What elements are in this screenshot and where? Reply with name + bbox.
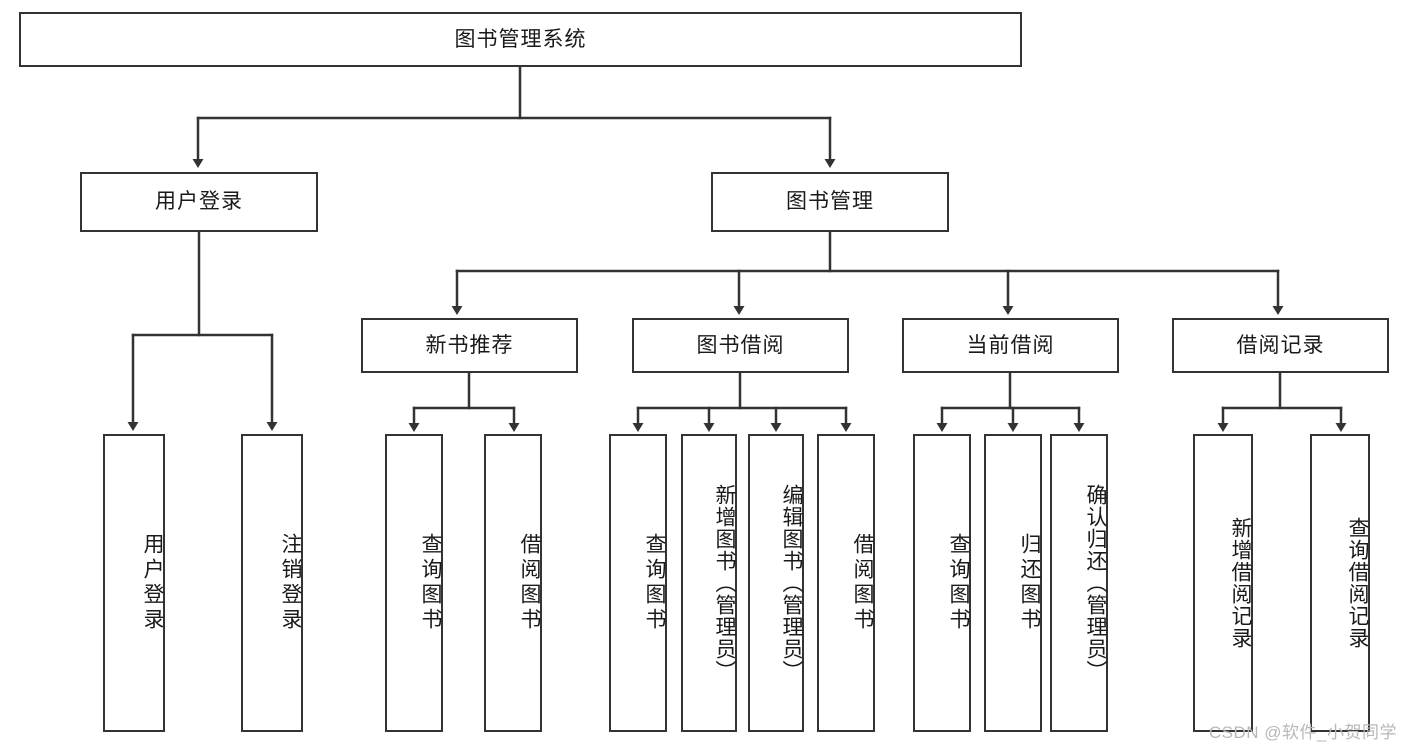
node-borrow-record[interactable]: 借阅记录: [1172, 318, 1389, 373]
node-leaf-query-record[interactable]: 查询借阅记录: [1310, 434, 1370, 732]
node-leaf-edit-book[interactable]: 编辑图书（管理员）: [748, 434, 804, 732]
node-leaf-borrow-book-1[interactable]: 借阅图书: [484, 434, 542, 732]
node-leaf-add-record-label: 新增借阅记录: [1229, 517, 1252, 649]
node-leaf-return-book-label: 归还图书: [1018, 533, 1041, 633]
node-new-book-recommend-label: 新书推荐: [425, 333, 514, 357]
node-user-login-label: 用户登录: [155, 190, 243, 214]
node-leaf-return-book[interactable]: 归还图书: [984, 434, 1042, 732]
node-leaf-logout-login-label: 注销登录: [279, 533, 302, 633]
node-leaf-borrow-book-2-label: 借阅图书: [851, 533, 874, 633]
node-leaf-borrow-book-2[interactable]: 借阅图书: [817, 434, 875, 732]
node-leaf-add-record[interactable]: 新增借阅记录: [1193, 434, 1253, 732]
node-leaf-user-login[interactable]: 用户登录: [103, 434, 165, 732]
node-leaf-borrow-book-1-label: 借阅图书: [518, 533, 541, 633]
node-leaf-query-book-3[interactable]: 查询图书: [913, 434, 971, 732]
node-leaf-query-book-2-label: 查询图书: [643, 533, 666, 633]
node-book-borrow[interactable]: 图书借阅: [632, 318, 849, 373]
node-root-label: 图书管理系统: [454, 27, 587, 51]
node-root[interactable]: 图书管理系统: [19, 12, 1022, 67]
node-leaf-add-book-label: 新增图书（管理员）: [713, 484, 736, 682]
node-user-login[interactable]: 用户登录: [80, 172, 318, 232]
node-leaf-query-book-1-label: 查询图书: [419, 533, 442, 633]
node-leaf-logout-login[interactable]: 注销登录: [241, 434, 303, 732]
node-new-book-recommend[interactable]: 新书推荐: [361, 318, 578, 373]
node-book-manage-label: 图书管理: [786, 190, 874, 214]
node-borrow-record-label: 借阅记录: [1236, 333, 1325, 357]
node-leaf-confirm-return[interactable]: 确认归还（管理员）: [1050, 434, 1108, 732]
node-leaf-query-record-label: 查询借阅记录: [1346, 517, 1369, 649]
node-book-borrow-label: 图书借阅: [696, 333, 785, 357]
node-leaf-edit-book-label: 编辑图书（管理员）: [780, 484, 803, 682]
node-leaf-query-book-3-label: 查询图书: [947, 533, 970, 633]
node-current-borrow[interactable]: 当前借阅: [902, 318, 1119, 373]
node-leaf-add-book[interactable]: 新增图书（管理员）: [681, 434, 737, 732]
node-leaf-confirm-return-label: 确认归还（管理员）: [1084, 484, 1107, 682]
node-leaf-query-book-2[interactable]: 查询图书: [609, 434, 667, 732]
node-current-borrow-label: 当前借阅: [966, 333, 1055, 357]
node-book-manage[interactable]: 图书管理: [711, 172, 949, 232]
node-leaf-user-login-label: 用户登录: [141, 533, 164, 633]
node-leaf-query-book-1[interactable]: 查询图书: [385, 434, 443, 732]
